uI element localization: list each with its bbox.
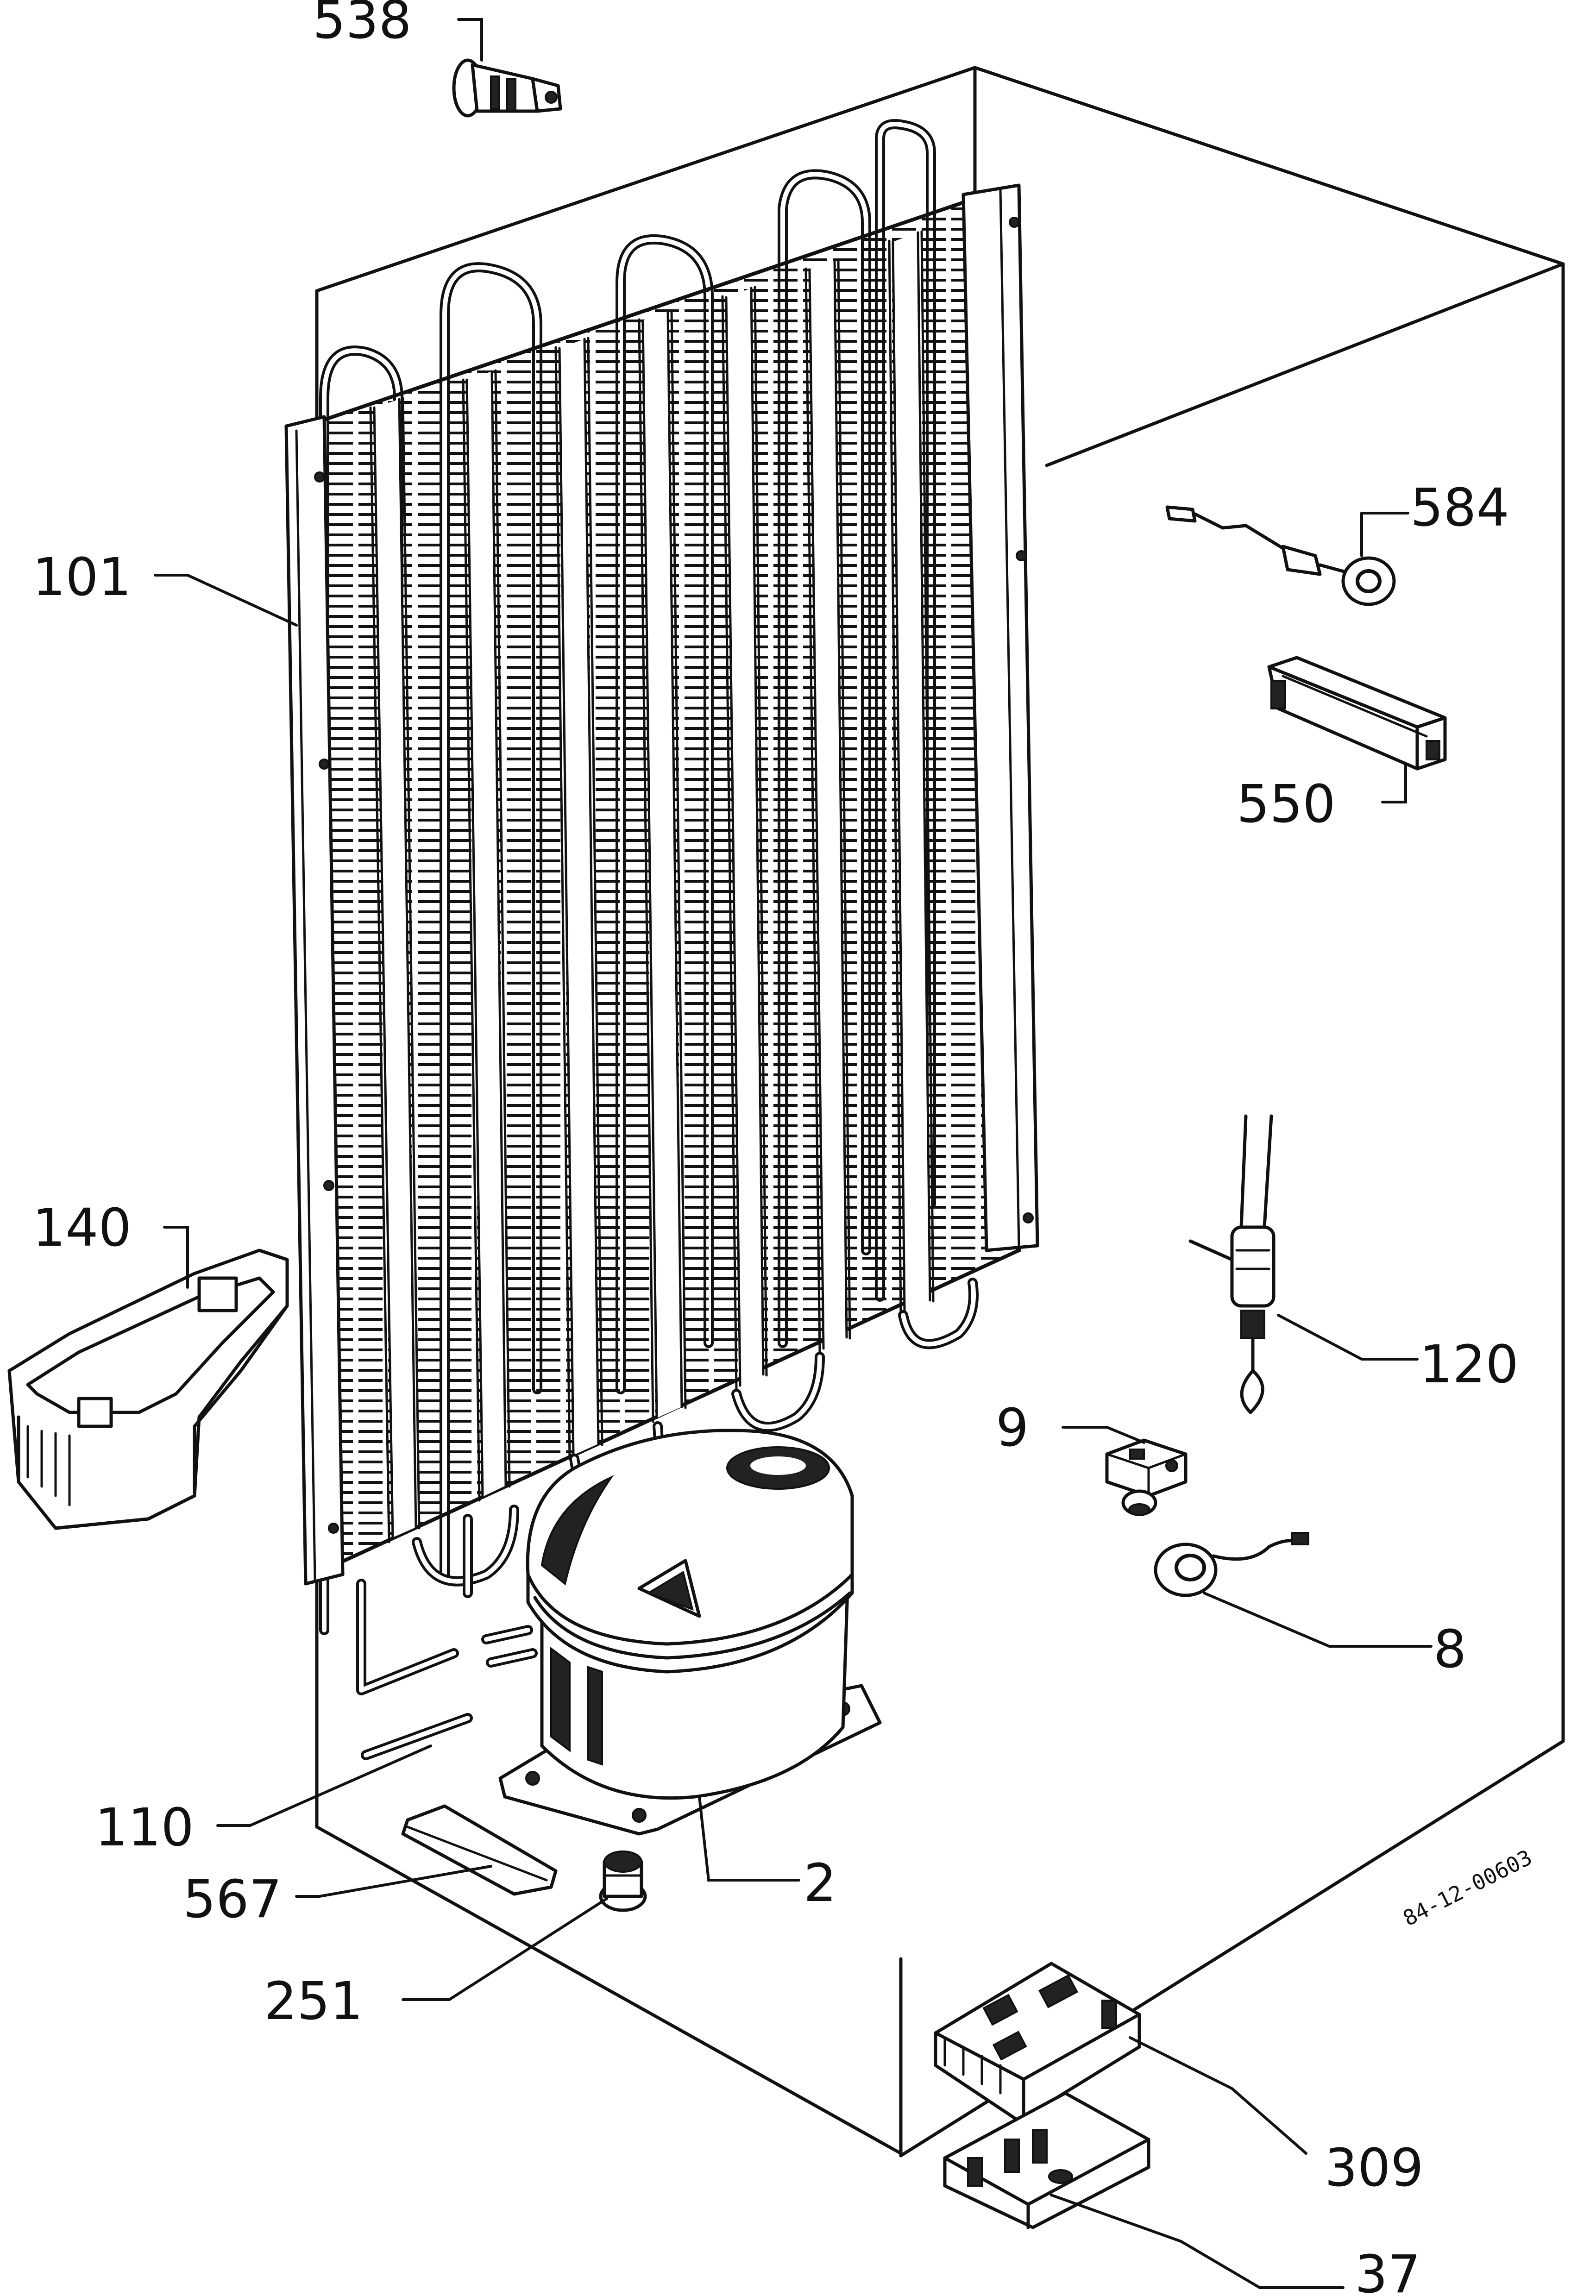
diagram-code: 84-12-00603: [1399, 1844, 1536, 1931]
part-8-overload: [1154, 1532, 1309, 1597]
label-140: 140: [32, 1198, 132, 1258]
label-251: 251: [264, 1971, 363, 2032]
label-8: 8: [1433, 1619, 1466, 1680]
part-2-compressor: [481, 1429, 882, 1836]
label-2: 2: [804, 1853, 836, 1913]
part-110-pipe: [361, 1713, 473, 1760]
condenser-part: [284, 119, 1039, 1695]
part-309-terminal-block: [934, 1962, 1141, 2123]
part-550-bracket: [1267, 656, 1447, 771]
leader-lines: [154, 18, 1433, 2289]
label-538: 538: [313, 0, 412, 50]
label-101: 101: [32, 547, 132, 608]
label-584: 584: [1410, 478, 1509, 538]
part-9-relay: [1105, 1438, 1188, 1516]
part-37-cover: [943, 2091, 1150, 2229]
label-110: 110: [95, 1798, 194, 1858]
part-538-grommet: [452, 58, 562, 118]
callout-labels: 538 584 101 550 140 120 9 8 110 2 567 25…: [32, 0, 1519, 2296]
label-120: 120: [1420, 1335, 1519, 1395]
part-567-strap: [401, 1804, 558, 1896]
label-37: 37: [1355, 2245, 1421, 2296]
part-120-thermostat: [1188, 1114, 1276, 1414]
part-584-sensor: [1165, 505, 1396, 606]
label-550: 550: [1237, 774, 1336, 834]
label-309: 309: [1325, 2138, 1424, 2198]
part-140-drip-tray: [7, 1248, 289, 1530]
label-567: 567: [183, 1869, 282, 1930]
label-9: 9: [996, 1398, 1029, 1458]
part-251-grommet: [599, 1851, 647, 1912]
